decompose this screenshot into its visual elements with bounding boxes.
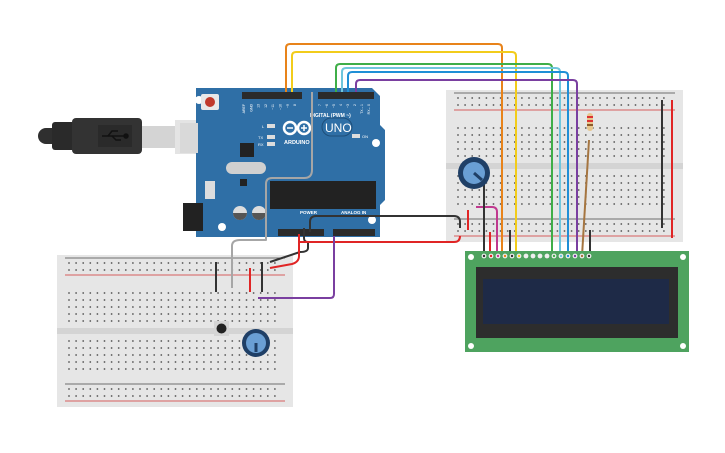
wire-black[interactable] <box>309 215 461 232</box>
digital-header-right <box>318 92 374 99</box>
digital-label: DIGITAL (PWM ~) <box>310 113 351 119</box>
lcd-screen <box>483 279 669 324</box>
potentiometer[interactable] <box>242 329 270 357</box>
wire-pink[interactable] <box>476 206 498 256</box>
wire-red[interactable] <box>269 234 300 269</box>
pin-label: 12 <box>264 104 268 108</box>
pin-label: RX←0 <box>367 104 371 114</box>
usb-cable[interactable] <box>38 118 197 154</box>
arduino-logo <box>282 120 312 136</box>
analog-label: ANALOG IN <box>341 210 366 215</box>
potentiometer-contrast[interactable] <box>458 157 490 189</box>
wire-yellow[interactable] <box>291 51 517 256</box>
pushbutton[interactable] <box>214 321 229 336</box>
wire-purple[interactable] <box>355 79 578 256</box>
wire-gray[interactable] <box>231 92 313 288</box>
wire-orange[interactable] <box>285 43 503 256</box>
tx-label: TX <box>258 135 263 140</box>
pin-label: TX→1 <box>360 104 364 114</box>
lcd-16x2[interactable] <box>465 251 689 352</box>
model-label: UNO <box>325 121 352 135</box>
pin-label: GND <box>249 104 253 112</box>
pin-label: ~9 <box>286 104 290 108</box>
pin-label: 4 <box>339 104 343 106</box>
pin-label: ~11 <box>271 104 275 110</box>
digital-header-left <box>242 92 302 99</box>
pin-label: AREF <box>242 104 246 113</box>
pin-label: 2 <box>353 104 357 106</box>
wire-red[interactable] <box>300 235 461 243</box>
power-header <box>278 229 324 236</box>
usb-icon <box>102 130 129 141</box>
pin-label: ~3 <box>346 104 350 108</box>
on-label: ON <box>362 134 368 139</box>
analog-header <box>333 229 375 236</box>
wire-purple[interactable] <box>258 236 335 299</box>
l-led-label: L <box>262 124 265 129</box>
pin-label: ~6 <box>325 104 329 108</box>
pin-label: ~10 <box>279 104 283 110</box>
resistor[interactable] <box>587 113 593 131</box>
wire-light-blue[interactable] <box>341 67 561 256</box>
wire-brown[interactable] <box>581 139 590 257</box>
pin-label: ~5 <box>332 104 336 108</box>
wire-green[interactable] <box>335 63 553 256</box>
wire-blue[interactable] <box>347 71 569 256</box>
pin-label: 7 <box>318 104 322 106</box>
pin-label: 13 <box>257 104 261 108</box>
power-label: POWER <box>300 210 318 215</box>
wire-black[interactable] <box>269 228 309 263</box>
pin-label: 8 <box>293 104 297 106</box>
rx-label: RX <box>258 142 264 147</box>
brand-label: ARDUINO <box>284 140 310 146</box>
lcd-pins <box>481 253 592 259</box>
wires <box>215 43 673 299</box>
power-jack <box>183 203 203 231</box>
